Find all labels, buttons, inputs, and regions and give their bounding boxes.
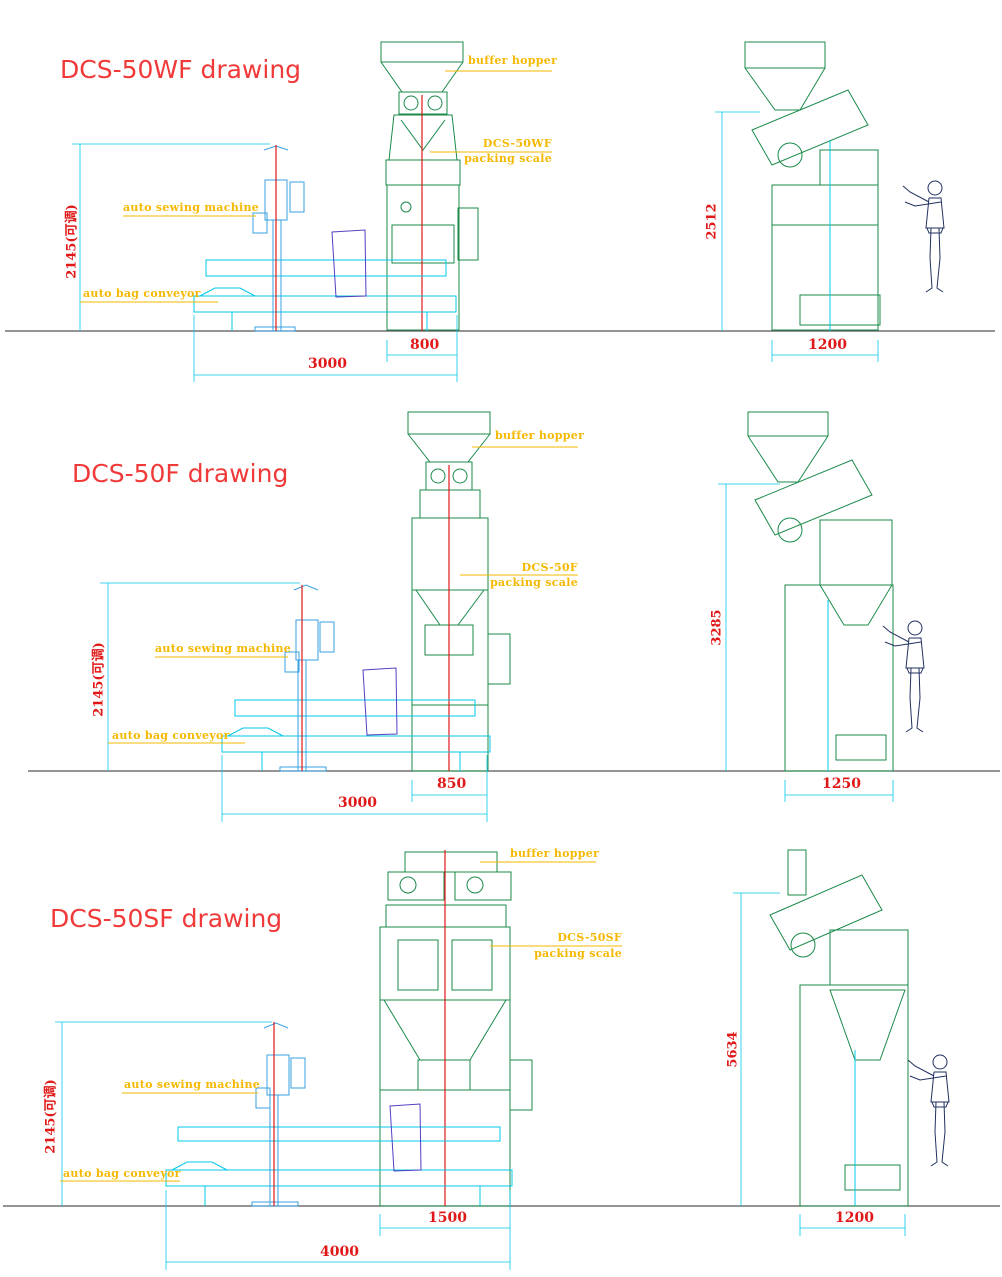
packing-scale-label: packing scale (490, 576, 578, 589)
buffer-hopper-label: buffer hopper (510, 847, 600, 860)
label-leader-lines (60, 70, 622, 1182)
side-width-dimension: 1200 (835, 1210, 874, 1226)
sewing-machine-label: auto sewing machine (124, 1078, 261, 1091)
drawing-title: DCS-50SF drawing (50, 904, 283, 933)
side-height-dimension: 5634 (725, 1031, 741, 1068)
model-label: DCS-50WF (482, 137, 552, 150)
front-packing-scale (379, 851, 533, 1207)
buffer-hopper-label: buffer hopper (495, 429, 585, 442)
side-height-dimension: 3285 (709, 609, 725, 646)
packing-scale-label: packing scale (534, 947, 622, 960)
operator-figure (902, 180, 945, 293)
side-packing-scale (769, 849, 909, 1207)
height-dimension: 2145(可调) (43, 1079, 59, 1154)
sewing-machine (251, 1022, 306, 1207)
bag-conveyor-label: auto bag conveyor (63, 1167, 181, 1180)
dimension-lines (100, 483, 894, 822)
section-dcs-50f (28, 411, 1000, 822)
bag-conveyor-label: auto bag conveyor (83, 287, 201, 300)
drawing-title: DCS-50WF drawing (60, 55, 302, 84)
front-packing-scale (380, 41, 479, 331)
sewing-machine-label: auto sewing machine (123, 201, 260, 214)
front-packing-scale (407, 411, 511, 772)
buffer-hopper-label: buffer hopper (468, 54, 558, 67)
dimension-lines (55, 892, 906, 1270)
side-width-dimension: 1200 (808, 337, 847, 353)
model-label: DCS-50SF (557, 931, 622, 944)
dimension-lines (72, 111, 879, 382)
height-dimension: 2145(可调) (91, 642, 107, 717)
operator-figure (907, 1054, 950, 1167)
model-label: DCS-50F (521, 561, 578, 574)
bag-conveyor (165, 1126, 513, 1206)
side-packing-scale (747, 411, 894, 772)
scale-width-dimension: 800 (410, 337, 440, 353)
bag (362, 667, 398, 736)
bag-conveyor-label: auto bag conveyor (112, 729, 230, 742)
sewing-machine (252, 145, 305, 332)
scale-width-dimension: 1500 (428, 1210, 467, 1226)
total-length-dimension: 4000 (320, 1244, 359, 1260)
sewing-machine (279, 584, 335, 772)
side-width-dimension: 1250 (822, 776, 861, 792)
bag (331, 229, 367, 298)
height-dimension: 2145(可调) (64, 204, 80, 279)
section-dcs-50sf (3, 849, 1000, 1270)
bag (389, 1103, 422, 1172)
side-height-dimension: 2512 (704, 203, 720, 240)
drawing-title: DCS-50F drawing (72, 459, 289, 488)
bag-conveyor (193, 259, 457, 331)
scale-width-dimension: 850 (437, 776, 467, 792)
sewing-machine-label: auto sewing machine (155, 642, 292, 655)
side-packing-scale (744, 41, 881, 331)
operator-figure (882, 620, 925, 733)
total-length-dimension: 3000 (338, 795, 377, 811)
packing-scale-label: packing scale (464, 152, 552, 165)
total-length-dimension: 3000 (308, 356, 347, 372)
bag-conveyor (221, 699, 491, 771)
section-dcs-50wf (5, 41, 995, 382)
